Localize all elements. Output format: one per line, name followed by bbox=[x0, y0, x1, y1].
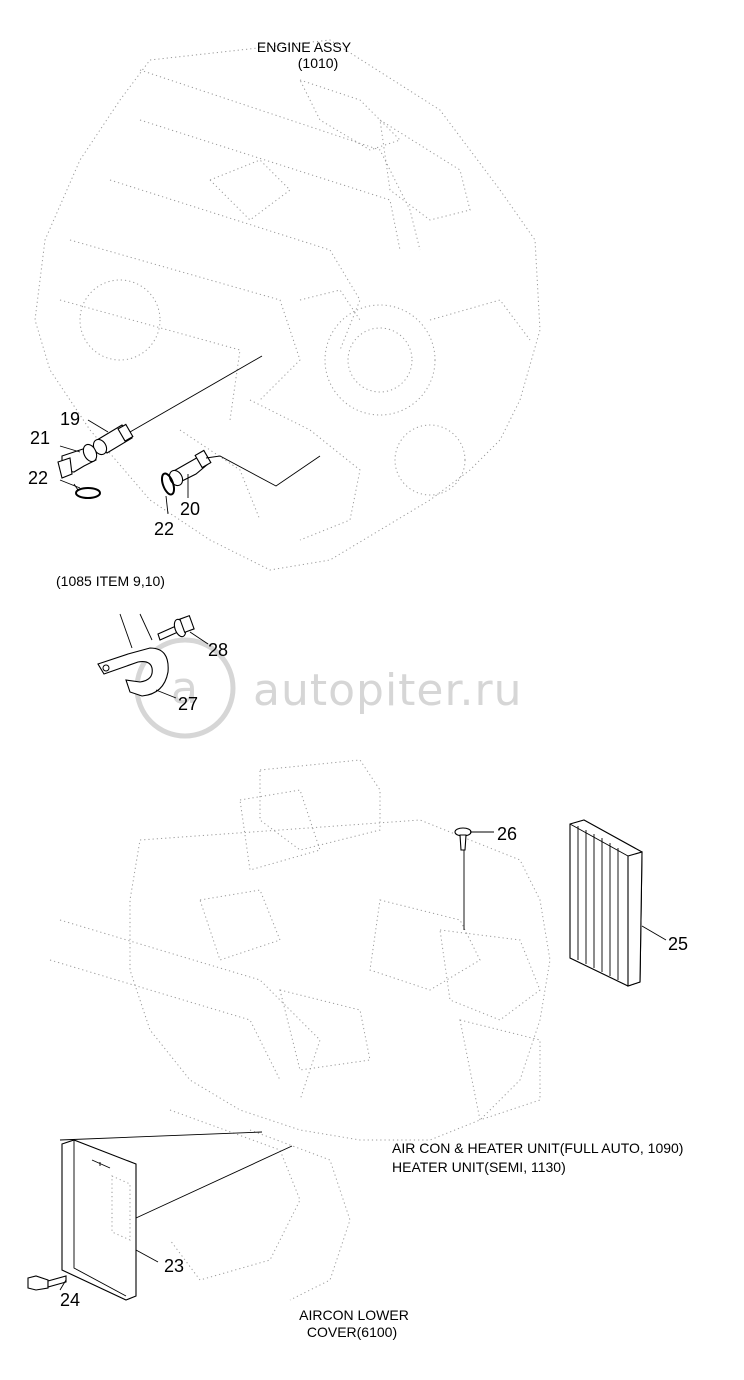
watermark-text: autopiter.ru bbox=[253, 665, 523, 716]
part-19-fitting bbox=[92, 423, 134, 456]
aircon-heater-unit-label: AIR CON & HEATER UNIT(FULL AUTO, 1090) bbox=[392, 1140, 683, 1156]
engine-ghost-outline bbox=[34, 39, 541, 571]
part-22-clip-right bbox=[160, 472, 176, 496]
callout-22-right: 22 bbox=[154, 519, 174, 539]
callout-26: 26 bbox=[497, 824, 517, 844]
heater-unit-label: HEATER UNIT(SEMI, 1130) bbox=[392, 1159, 566, 1175]
callout-28: 28 bbox=[208, 640, 228, 660]
part-26-screw bbox=[454, 827, 472, 851]
part-27-clamp bbox=[97, 647, 169, 697]
callout-24: 24 bbox=[60, 1290, 80, 1310]
engine-assy-title: ENGINE ASSY bbox=[257, 39, 352, 55]
part-21-hose-elbow bbox=[57, 443, 98, 479]
part-28-bolt bbox=[157, 615, 195, 641]
callout-27: 27 bbox=[178, 694, 198, 714]
callout-23: 23 bbox=[164, 1256, 184, 1276]
callout-22-left: 22 bbox=[28, 468, 48, 488]
leader-lines bbox=[59, 355, 667, 1291]
part-23-cover-plate bbox=[61, 1139, 137, 1301]
part-25-filter bbox=[569, 819, 643, 987]
callout-25: 25 bbox=[668, 934, 688, 954]
svg-text:a: a bbox=[171, 663, 199, 714]
part-22-clip-left bbox=[73, 483, 101, 499]
part-20-hose-nipple bbox=[168, 449, 212, 487]
aircon-lower-cover-code: COVER(6100) bbox=[307, 1324, 397, 1340]
engine-assy-code: (1010) bbox=[298, 55, 338, 71]
part-24-screw bbox=[27, 1275, 67, 1291]
reference-1085-label: (1085 ITEM 9,10) bbox=[56, 573, 165, 589]
hvac-ghost-outline bbox=[49, 759, 551, 1301]
watermark: a autopiter.ru bbox=[134, 637, 523, 739]
callout-21: 21 bbox=[30, 428, 50, 448]
aircon-lower-cover-label: AIRCON LOWER bbox=[299, 1307, 409, 1323]
callout-19: 19 bbox=[60, 409, 80, 429]
callout-20: 20 bbox=[180, 499, 200, 519]
